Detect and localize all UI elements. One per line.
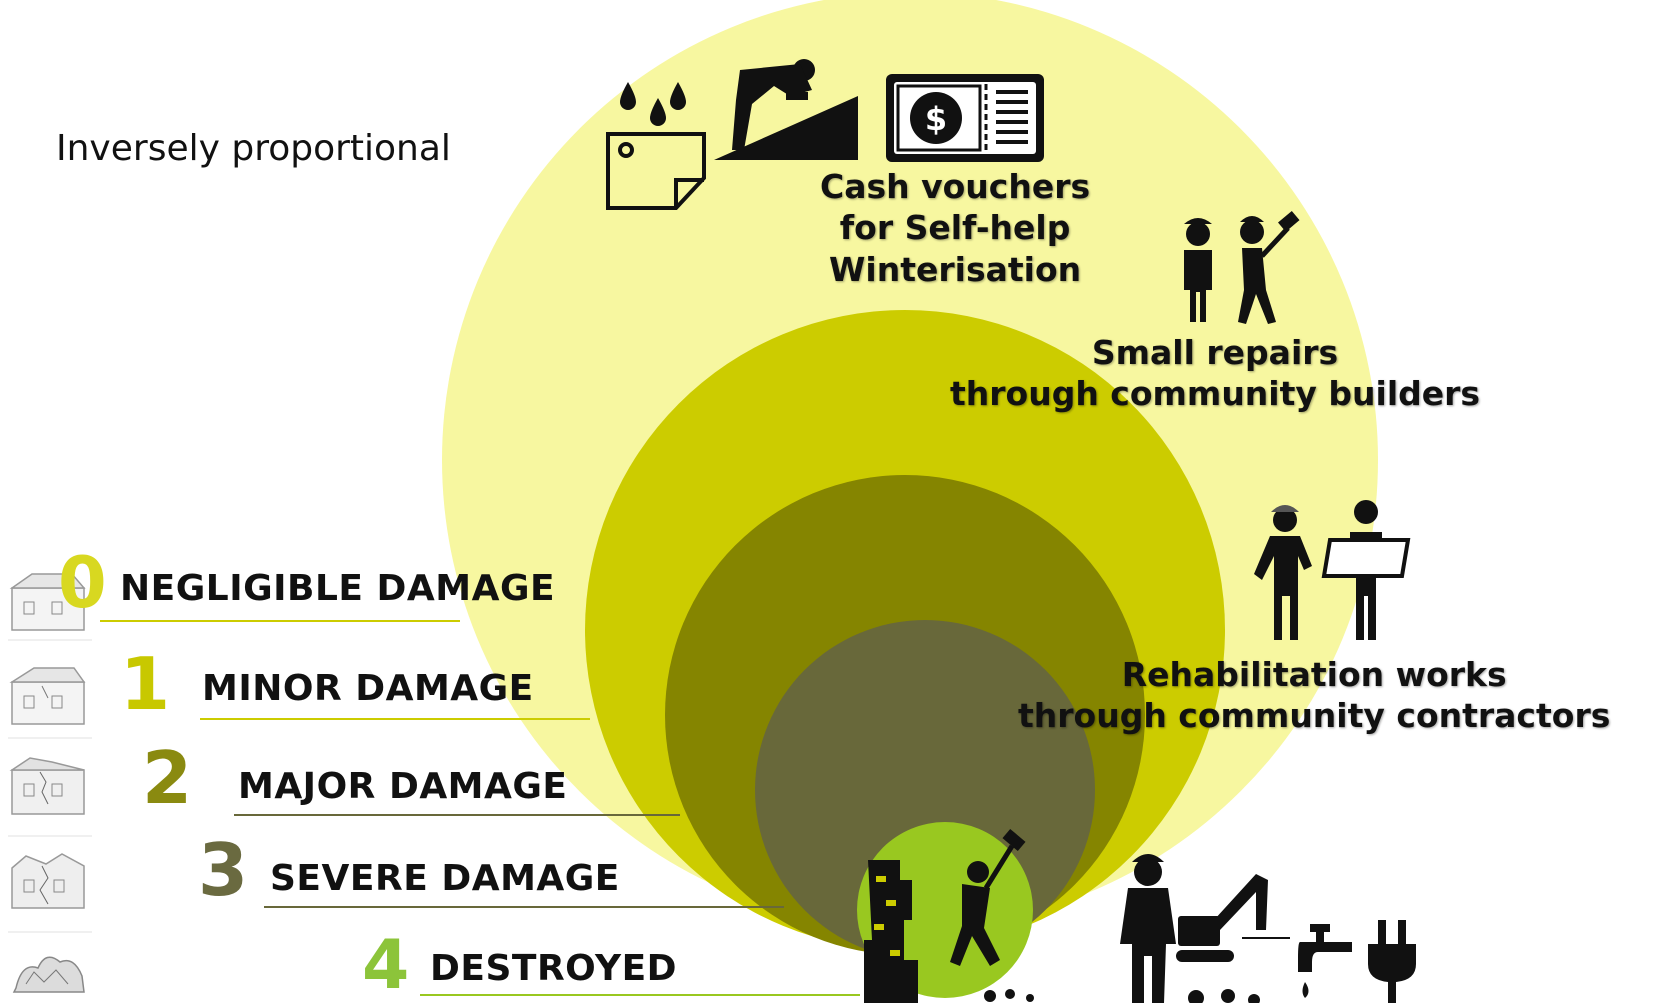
level-label-1: MINOR DAMAGE	[202, 668, 534, 709]
callout-small-repairs: Small repairs through community builders	[950, 332, 1480, 415]
level-label-0: NEGLIGIBLE DAMAGE	[120, 568, 556, 609]
excavator-worker-icon	[1120, 854, 1290, 1003]
level-underline-0	[100, 620, 460, 622]
cash-voucher-icon: $	[886, 74, 1044, 162]
callout-rehab-line-2: through community contractors	[1018, 696, 1611, 736]
house-severe-icon	[11, 853, 85, 909]
level-number-0: 0	[58, 542, 107, 624]
level-label-3: SEVERE DAMAGE	[270, 858, 620, 899]
callout-repairs-line-1: Small repairs	[1091, 333, 1339, 372]
svg-text:$: $	[925, 100, 947, 138]
house-major-icon	[9, 757, 85, 815]
callout-rehabilitation: Rehabilitation works through community c…	[1018, 654, 1610, 737]
level-underline-2	[234, 814, 680, 816]
level-number-2: 2	[142, 736, 193, 820]
callout-repairs-line-2: through community builders	[950, 374, 1481, 414]
callout-cash-line-2: for Self-help	[839, 208, 1071, 248]
level-underline-4	[420, 994, 860, 996]
level-label-4: DESTROYED	[430, 948, 678, 989]
level-underline-1	[200, 718, 590, 720]
page-title: Inversely proportional	[56, 128, 451, 169]
level-number-1: 1	[120, 642, 171, 726]
raindrops-icon	[620, 82, 686, 126]
demolition-icon	[864, 828, 1034, 1003]
power-plug-icon	[1368, 920, 1416, 1003]
water-tap-icon	[1298, 924, 1352, 998]
level-number-3: 3	[198, 828, 249, 912]
roofer-icon	[714, 59, 858, 160]
callout-cash-line-1: Cash vouchers	[820, 167, 1091, 206]
level-label-2: MAJOR DAMAGE	[238, 766, 568, 807]
community-builders-icon	[1184, 210, 1300, 324]
level-number-4: 4	[362, 926, 410, 1005]
house-minor-icon	[9, 667, 86, 725]
callout-rehab-line-1: Rehabilitation works	[1121, 655, 1507, 694]
house-destroyed-icon	[12, 956, 85, 993]
callout-cash-line-3: Winterisation	[829, 249, 1082, 289]
house-negligible-icon	[9, 573, 86, 631]
level-underline-3	[264, 906, 784, 908]
callout-cash-vouchers: Cash vouchers for Self-help Winterisatio…	[820, 166, 1090, 290]
contractors-icon	[1254, 500, 1411, 640]
sticky-note-icon	[606, 132, 706, 210]
